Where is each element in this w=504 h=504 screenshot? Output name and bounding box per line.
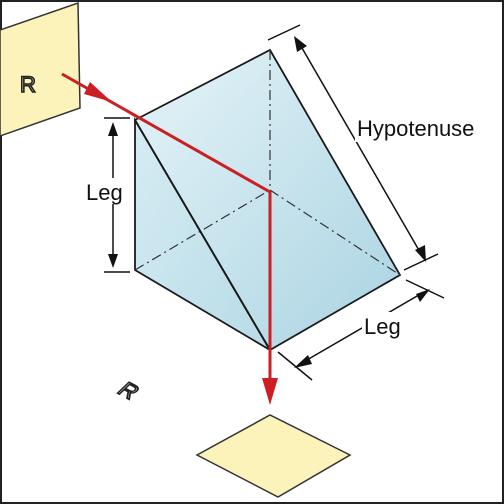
output-card: R (112, 377, 352, 498)
prism (133, 48, 402, 352)
input-card-letter: R (20, 72, 36, 97)
leg-left-label: Leg (86, 180, 123, 205)
hidden-edge-left (134, 189, 271, 271)
ray-arrow-in (84, 82, 112, 102)
light-ray (61, 72, 278, 405)
input-card: R (0, 1, 81, 137)
ray-arrow-out (262, 378, 278, 405)
hypotenuse-dimension: Hypotenuse (267, 24, 495, 271)
output-card-letter: R (112, 378, 144, 403)
hidden-edge-right (269, 189, 401, 276)
front-diagonal-edge (134, 119, 271, 351)
hypotenuse-label: Hypotenuse (357, 116, 474, 141)
leg-bottom-dimension: Leg (277, 279, 445, 381)
leg-left-dimension: Leg (84, 117, 134, 273)
leg-bottom-label: Leg (364, 314, 401, 339)
ray-path (61, 72, 272, 400)
